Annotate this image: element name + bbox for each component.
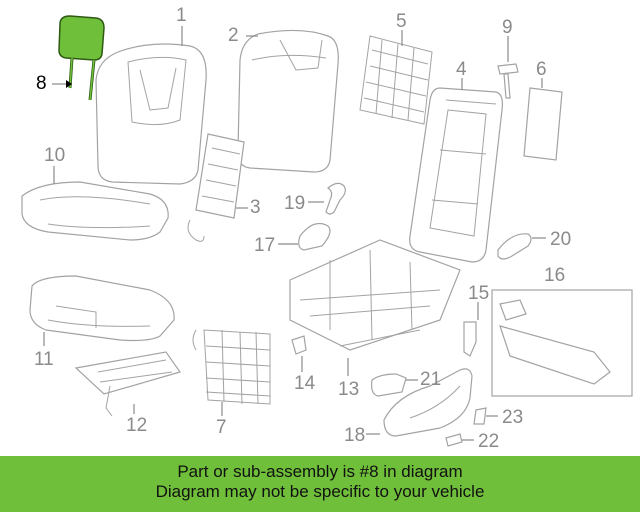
part-12-cushion-spring[interactable] [74,351,181,417]
callout-11: 11 [34,349,54,370]
leader-8-arrow [66,80,72,88]
callout-18: 18 [344,425,366,446]
callout-2: 2 [228,25,239,46]
part-16-module-box[interactable] [491,289,633,397]
info-banner: Part or sub-assembly is #8 in diagram Di… [0,456,640,512]
part-9-bolt[interactable] [497,63,519,99]
callout-17: 17 [254,235,276,256]
part-18-side-shield[interactable] [383,368,473,437]
callout-12: 12 [126,415,148,436]
callout-7: 7 [216,417,227,438]
part-19-hook[interactable] [325,182,346,215]
part-20-bracket[interactable] [497,233,532,260]
part-4-seatback-frame[interactable] [409,87,503,263]
part-2-seatback-trim[interactable] [237,29,339,173]
callout-15: 15 [468,283,490,304]
part-10-cushion-cover[interactable] [21,181,169,241]
part-14-clip[interactable] [291,335,307,355]
part-11-cushion-pad[interactable] [29,275,175,342]
part-5-back-spring[interactable] [359,35,433,125]
callout-1: 1 [176,5,187,26]
seat-parts-diagram: 1 2 3 4 5 6 7 8 9 10 11 12 13 14 15 16 1… [21,5,633,452]
part-15-clip[interactable] [463,321,477,357]
callout-10: 10 [44,145,66,166]
part-3-back-mat[interactable] [187,133,245,242]
diagram-drawing [21,15,633,447]
part-6-label[interactable] [523,87,563,161]
callout-8: 8 [36,73,47,94]
part-1-seatback-cover[interactable] [95,43,207,185]
callout-19: 19 [284,193,306,214]
callout-16: 16 [544,265,566,286]
part-17-cover[interactable] [298,223,331,251]
banner-line-1: Part or sub-assembly is #8 in diagram [177,462,463,481]
part-21-switch[interactable] [371,373,407,397]
part-13-seat-track[interactable] [289,239,461,351]
part-23-knob[interactable] [473,407,487,425]
callout-14: 14 [294,373,316,394]
callout-23: 23 [502,407,524,428]
callout-6: 6 [536,59,547,80]
callout-3: 3 [250,197,261,218]
part-22-cap[interactable] [445,433,463,447]
callout-4: 4 [456,59,467,80]
callout-9: 9 [502,17,513,38]
callout-5: 5 [396,11,407,32]
part-7-cushion-mat[interactable] [192,329,271,405]
callout-22: 22 [478,431,500,452]
banner-line-2: Diagram may not be specific to your vehi… [155,482,485,501]
callout-21: 21 [420,369,442,390]
callout-13: 13 [338,379,360,400]
callout-20: 20 [550,229,572,250]
